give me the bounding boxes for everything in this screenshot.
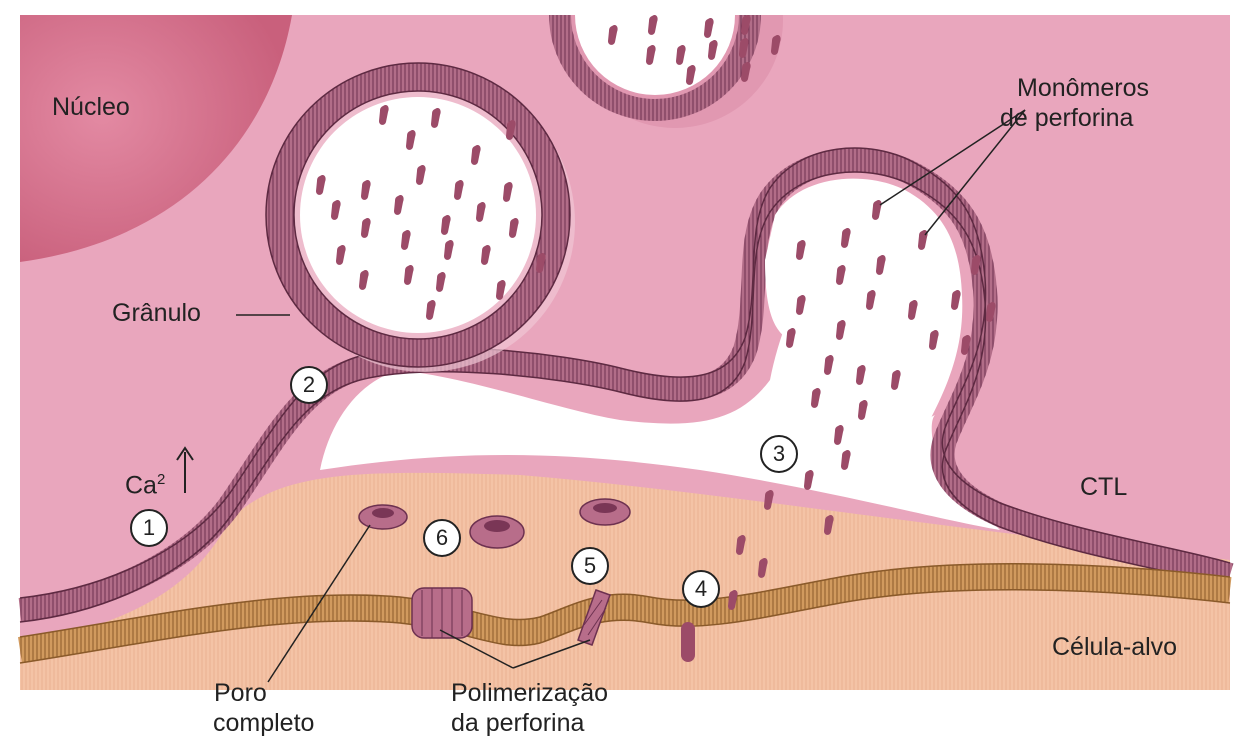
calcium-superscript: 2 (157, 471, 165, 488)
label-pore-2: completo (213, 708, 314, 738)
label-granule: Grânulo (112, 298, 201, 328)
step-3: 3 (760, 435, 798, 473)
step-5: 5 (571, 547, 609, 585)
label-polymer-1: Polimerização (451, 678, 608, 708)
label-calcium: Ca2 (125, 465, 165, 500)
label-nucleus: Núcleo (52, 92, 130, 122)
step-4: 4 (682, 570, 720, 608)
inserted-monomer (681, 622, 695, 662)
label-polymer-2: da perforina (451, 708, 584, 738)
step-1: 1 (130, 509, 168, 547)
label-monomers-1: Monômeros (1017, 73, 1149, 103)
step-6: 6 (423, 519, 461, 557)
complete-pore-1 (359, 505, 407, 529)
complete-pore-3 (580, 499, 630, 525)
label-pore-1: Poro (214, 678, 267, 708)
label-monomers-2: de perforina (1000, 103, 1133, 133)
step-2: 2 (290, 366, 328, 404)
label-ctl: CTL (1080, 472, 1127, 502)
complete-pore-2 (470, 516, 524, 548)
label-target-cell: Célula-alvo (1052, 632, 1177, 662)
calcium-base: Ca (125, 471, 157, 499)
